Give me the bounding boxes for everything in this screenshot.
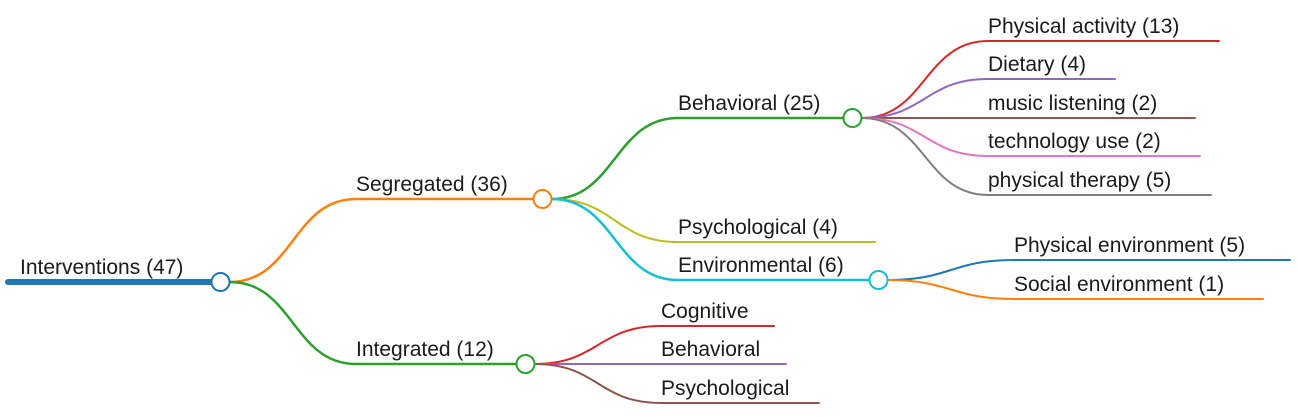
node-label-physical-activity: Physical activity (13) [988, 15, 1179, 38]
edges-layer [5, 40, 1291, 404]
connector-cognitive [534, 325, 662, 365]
node-label-segregated: Segregated (36) [356, 173, 508, 196]
node-label-physical-therapy: physical therapy (5) [988, 169, 1171, 192]
connector-psychological [551, 198, 679, 243]
node-label-interventions: Interventions (47) [20, 256, 183, 279]
connector-physical-therapy [861, 117, 989, 196]
connector-segregated [228, 197, 358, 284]
connector-physical-environment [887, 259, 1015, 281]
node-label-cognitive: Cognitive [661, 300, 749, 323]
node-label-social-environment: Social environment (1) [1014, 273, 1224, 296]
connector-technology-use [861, 117, 989, 157]
node-label-psychological: Psychological (4) [678, 216, 838, 239]
node-label-music-listening: music listening (2) [988, 92, 1157, 115]
node-label-dietary: Dietary (4) [988, 53, 1086, 76]
node-label-behavioral: Behavioral [661, 338, 760, 361]
node-label-psychological: Psychological [661, 377, 789, 400]
node-label-behavioral: Behavioral (25) [678, 92, 820, 115]
node-label-integrated: Integrated (12) [356, 338, 494, 361]
node-toggle-behavioral[interactable] [842, 108, 863, 128]
connector-integrated [228, 280, 358, 366]
node-label-physical-environment: Physical environment (5) [1014, 234, 1245, 257]
node-toggle-interventions[interactable] [210, 272, 231, 292]
connector-psychological [534, 363, 662, 404]
connector-behavioral [550, 116, 680, 201]
connector-environmental [550, 197, 680, 282]
connector-physical-activity [861, 40, 989, 119]
node-toggle-environmental[interactable] [868, 270, 889, 290]
node-label-technology-use: technology use (2) [988, 130, 1161, 153]
node-label-environmental: Environmental (6) [678, 254, 844, 277]
connector-social-environment [887, 279, 1015, 300]
node-toggle-segregated[interactable] [532, 189, 553, 209]
connector-dietary [861, 78, 989, 119]
nodes-layer: Interventions (47) Segregated (36) Behavio… [20, 15, 1245, 400]
node-toggle-integrated[interactable] [515, 354, 536, 374]
